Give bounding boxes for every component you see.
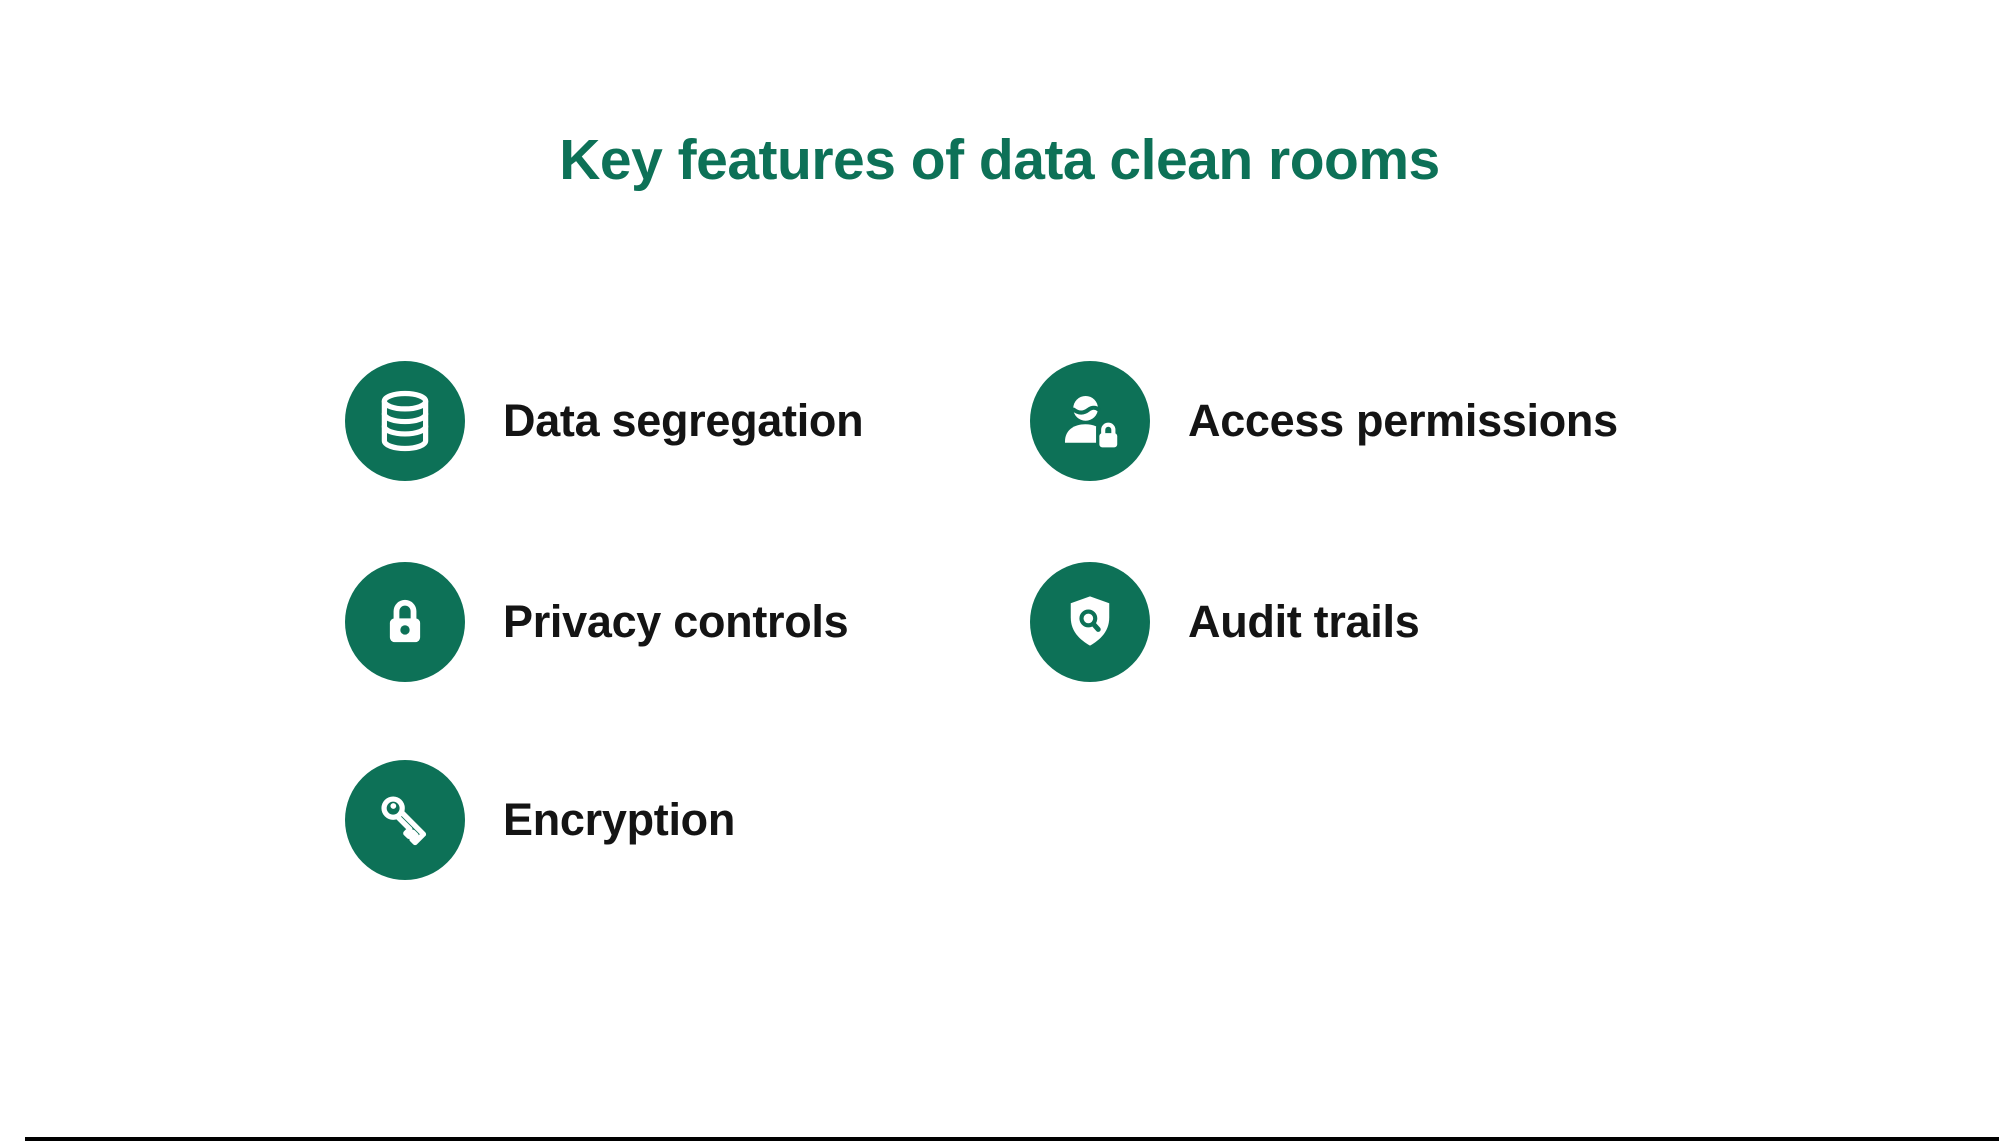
padlock-icon (389, 599, 421, 643)
icon-circle (345, 361, 465, 481)
bottom-border-line (25, 1137, 1999, 1141)
feature-label: Data segregation (503, 395, 864, 446)
icon-circle (1030, 361, 1150, 481)
feature-item-data-segregation: Data segregation (345, 361, 864, 481)
feature-label: Encryption (503, 794, 736, 845)
page-title: Key features of data clean rooms (559, 128, 1440, 192)
database-icon (381, 390, 429, 452)
feature-label: Privacy controls (503, 596, 849, 647)
user-lock-icon (1064, 395, 1119, 449)
icon-circle (345, 760, 465, 880)
feature-item-encryption: Encryption (345, 760, 735, 880)
icon-circle (1030, 562, 1150, 682)
shield-search-icon (1070, 596, 1110, 646)
feature-label: Access permissions (1188, 395, 1618, 446)
feature-item-audit-trails: Audit trails (1030, 562, 1420, 682)
key-icon (381, 796, 427, 846)
feature-label: Audit trails (1188, 596, 1420, 647)
feature-item-access-permissions: Access permissions (1030, 361, 1618, 481)
icon-circle (345, 562, 465, 682)
feature-item-privacy-controls: Privacy controls (345, 562, 849, 682)
